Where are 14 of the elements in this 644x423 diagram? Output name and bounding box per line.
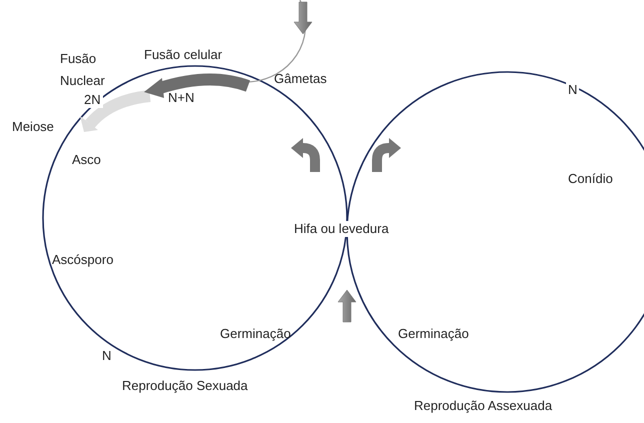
process-label: Fusão Nuclear [60,50,106,90]
stage-label: Gâmetas [274,71,327,87]
ploidy-label: 2N [82,92,103,108]
stage-label: Conídio [568,171,613,187]
process-label: Fusão celular [144,47,222,63]
process-label: Germinação [398,326,469,342]
ploidy-label: N+N [168,90,194,106]
stage-label: Hifa ou levedura [292,221,391,237]
cycle-title: Reprodução Assexuada [414,398,552,414]
process-label: Meiose [12,119,54,135]
stage-label: Ascósporo [52,252,114,268]
process-label: Germinação [220,326,291,342]
cycle-title: Reprodução Sexuada [122,378,248,394]
stage-label: Asco [72,152,101,168]
